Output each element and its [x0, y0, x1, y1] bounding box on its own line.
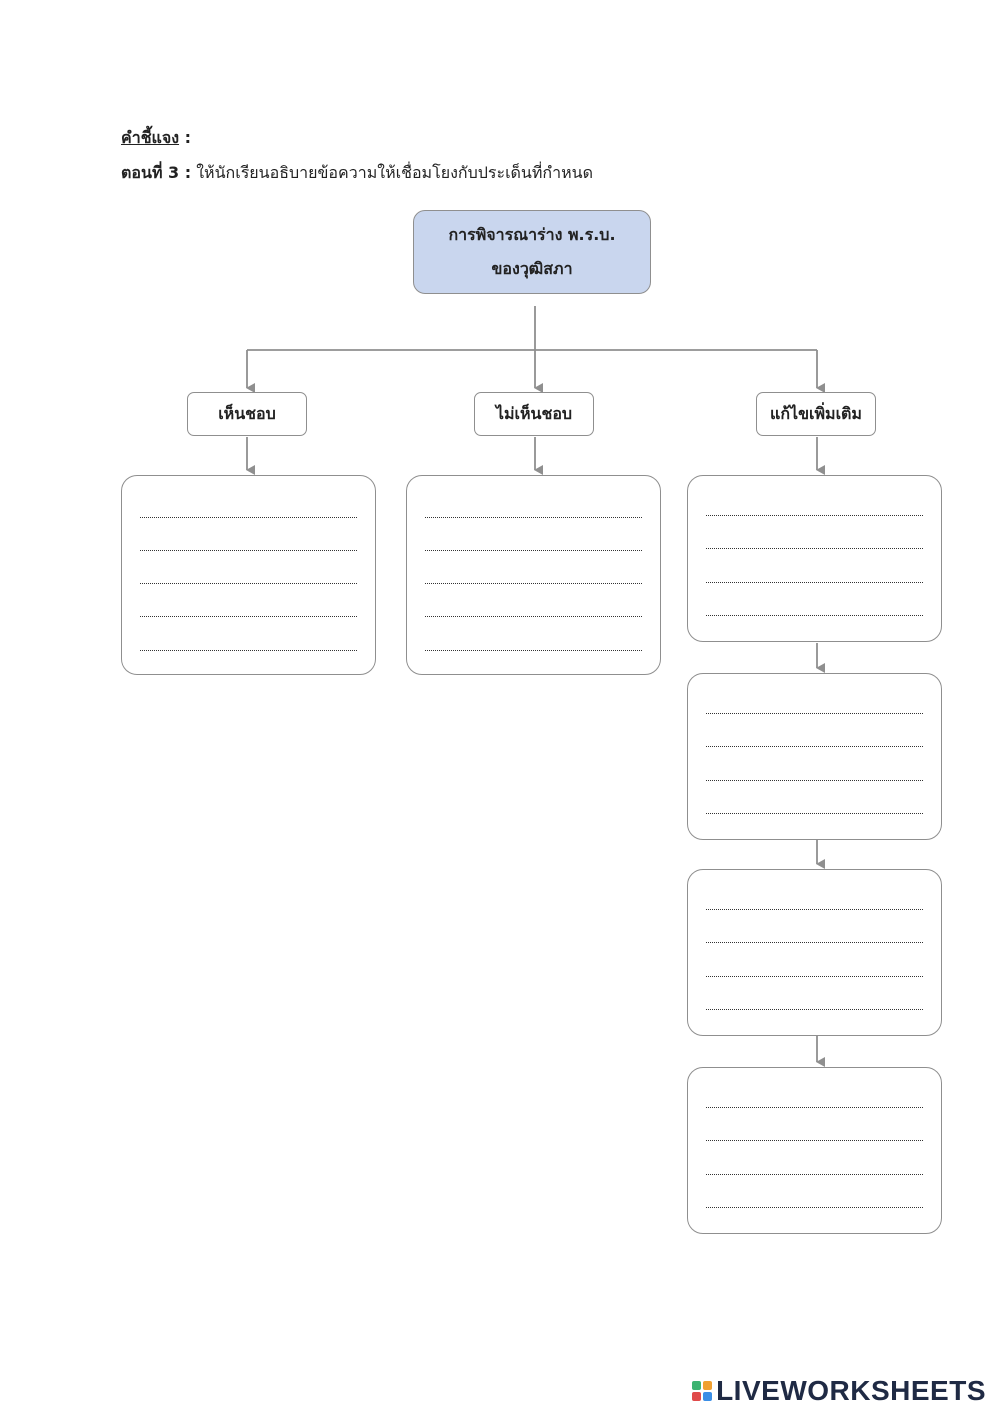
answer-line[interactable]: [706, 909, 923, 910]
answer-line[interactable]: [706, 1174, 923, 1175]
answer-line[interactable]: [706, 515, 923, 516]
answer-line[interactable]: [425, 583, 642, 584]
answer-line[interactable]: [706, 1207, 923, 1208]
root-title-line1: การพิจารณาร่าง พ.ร.บ.: [448, 225, 616, 244]
logo-square: [692, 1392, 702, 1401]
answer-line[interactable]: [706, 1009, 923, 1010]
answer-line[interactable]: [706, 1140, 923, 1141]
answer-line[interactable]: [140, 517, 357, 518]
answer-line[interactable]: [706, 1107, 923, 1108]
instructions-heading: คำชี้แจง :: [121, 126, 191, 151]
logo-square: [703, 1381, 713, 1390]
answer-line[interactable]: [140, 583, 357, 584]
instructions-line: ตอนที่ 3 : ให้นักเรียนอธิบายข้อความให้เช…: [121, 161, 593, 186]
answer-line[interactable]: [706, 976, 923, 977]
instructions-title: คำชี้แจง: [121, 128, 180, 147]
branch-amend: แก้ไขเพิ่มเติม: [756, 392, 876, 436]
answer-box-amend-1[interactable]: [687, 475, 942, 642]
answer-box-agree[interactable]: [121, 475, 376, 675]
logo-grid-icon: [692, 1381, 713, 1401]
answer-line[interactable]: [706, 615, 923, 616]
answer-line[interactable]: [140, 550, 357, 551]
branch-disagree: ไม่เห็นชอบ: [474, 392, 594, 436]
instructions-colon: :: [179, 128, 192, 147]
answer-line[interactable]: [706, 942, 923, 943]
answer-line[interactable]: [706, 548, 923, 549]
answer-box-amend-2[interactable]: [687, 673, 942, 840]
answer-line[interactable]: [425, 650, 642, 651]
part-label: ตอนที่ 3 :: [121, 163, 192, 182]
answer-line[interactable]: [140, 616, 357, 617]
answer-line[interactable]: [706, 780, 923, 781]
answer-line[interactable]: [706, 582, 923, 583]
answer-line[interactable]: [706, 746, 923, 747]
answer-line[interactable]: [706, 713, 923, 714]
answer-box-amend-4[interactable]: [687, 1067, 942, 1234]
logo-square: [692, 1381, 702, 1390]
liveworksheets-logo: LIVEWORKSHEETS: [692, 1374, 986, 1408]
answer-line[interactable]: [140, 650, 357, 651]
answer-line[interactable]: [706, 813, 923, 814]
answer-box-disagree[interactable]: [406, 475, 661, 675]
instructions-text: ให้นักเรียนอธิบายข้อความให้เชื่อมโยงกับป…: [191, 163, 593, 182]
root-title-line2: ของวุฒิสภา: [491, 259, 573, 278]
logo-square: [703, 1392, 713, 1401]
branch-agree: เห็นชอบ: [187, 392, 307, 436]
answer-line[interactable]: [425, 550, 642, 551]
answer-line[interactable]: [425, 517, 642, 518]
logo-text: LIVEWORKSHEETS: [716, 1375, 986, 1406]
answer-line[interactable]: [425, 616, 642, 617]
answer-box-amend-3[interactable]: [687, 869, 942, 1036]
root-topic-box: การพิจารณาร่าง พ.ร.บ. ของวุฒิสภา: [413, 210, 651, 294]
